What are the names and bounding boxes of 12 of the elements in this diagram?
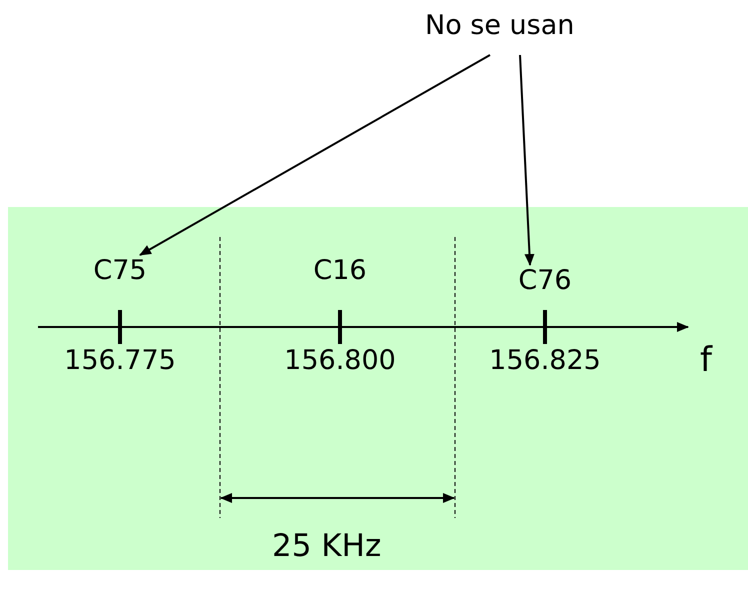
frequency-label: 156.775 [63,345,177,376]
channel-label: C76 [517,265,573,296]
frequency-label: 156.800 [283,345,397,376]
channel-label: C75 [92,255,148,286]
annotation-text: No se usan [425,10,574,41]
frequency-label: 156.825 [488,345,602,376]
channel-label: C16 [312,255,368,286]
leader-arrow [139,54,490,256]
band-background [8,207,748,570]
dimension-label: 25 KHz [272,528,382,564]
leader-arrow [519,54,534,266]
axis-label: f [700,340,712,380]
